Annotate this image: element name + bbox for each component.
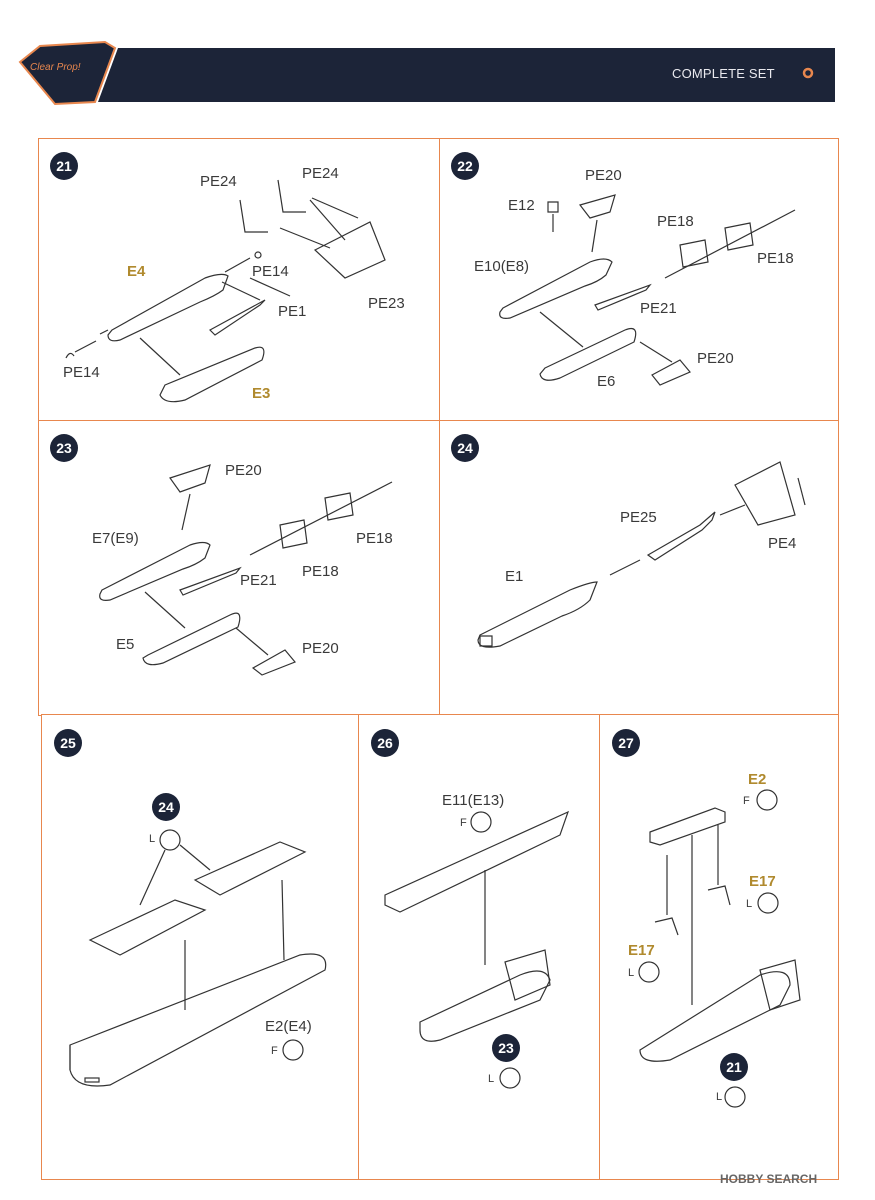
step-21-label-pe24-b: PE24 <box>302 165 339 182</box>
step-26-label-f: F <box>460 817 467 829</box>
step-27-label-l-b: L <box>628 967 635 979</box>
step-27-label-l-a: L <box>746 898 753 910</box>
step-23-label-pe21: PE21 <box>240 572 277 589</box>
step-22-panel <box>439 138 839 422</box>
step-22-label-pe21: PE21 <box>640 300 677 317</box>
header-banner <box>18 40 835 106</box>
step-23-label-pe18-b: PE18 <box>302 563 339 580</box>
step-24-label-e1: E1 <box>505 568 524 585</box>
step-24-label-pe4: PE4 <box>768 535 797 552</box>
step-25-panel <box>41 714 360 1180</box>
step-24-badge: 24 <box>451 434 479 462</box>
step-21-label-pe1: PE1 <box>278 303 307 320</box>
step-22-label-pe18-b: PE18 <box>757 250 794 267</box>
step-24-panel <box>439 420 839 716</box>
step-25-badge: 25 <box>54 729 82 757</box>
step-21-label-e4: E4 <box>127 263 146 280</box>
step-21-label-e3: E3 <box>252 385 271 402</box>
step-25-label-f: F <box>271 1045 278 1057</box>
step-26-subassembly-badge: 23 <box>492 1034 520 1062</box>
watermark: HOBBY SEARCH <box>720 1172 818 1186</box>
step-26-panel <box>358 714 601 1180</box>
step-26-badge: 26 <box>371 729 399 757</box>
step-26-label-e11: E11(E13) <box>442 792 505 809</box>
step-23-label-pe20-a: PE20 <box>225 462 262 479</box>
step-22-label-e12: E12 <box>508 197 535 214</box>
step-24-label-pe25: PE25 <box>620 509 657 526</box>
step-22-label-e10: E10(E8) <box>474 258 530 275</box>
step-27-label-e2: E2 <box>748 771 767 788</box>
step-22-label-pe20-a: PE20 <box>585 167 622 184</box>
step-25-label-e2: E2(E4) <box>265 1018 312 1035</box>
page-title: COMPLETE SET <box>672 66 775 81</box>
step-23-label-pe18-a: PE18 <box>356 530 393 547</box>
step-21-label-pe14-a: PE14 <box>252 263 289 280</box>
step-23-label-e5: E5 <box>116 636 135 653</box>
step-22-label-e6: E6 <box>597 373 616 390</box>
step-22-badge: 22 <box>451 152 479 180</box>
brand-logo: Clear Prop! <box>30 62 81 73</box>
step-22-label-pe20-b: PE20 <box>697 350 734 367</box>
step-27-label-e17-a: E17 <box>749 873 776 890</box>
step-23-label-e7: E7(E9) <box>92 530 139 547</box>
step-25-label-l: L <box>149 833 156 845</box>
step-27-label-l-c: L <box>716 1091 723 1103</box>
step-27-subassembly-badge: 21 <box>720 1053 748 1081</box>
step-21-label-pe24-a: PE24 <box>200 173 237 190</box>
step-23-label-pe20-b: PE20 <box>302 640 339 657</box>
step-25-subassembly-badge: 24 <box>152 793 180 821</box>
step-27-label-e17-b: E17 <box>628 942 655 959</box>
step-27-badge: 27 <box>612 729 640 757</box>
step-27-panel <box>599 714 839 1180</box>
step-26-label-l: L <box>488 1073 495 1085</box>
page-header: Clear Prop! COMPLETE SET <box>0 0 875 110</box>
step-21-badge: 21 <box>50 152 78 180</box>
step-21-label-pe23: PE23 <box>368 295 405 312</box>
step-21-label-pe14-b: PE14 <box>63 364 100 381</box>
step-22-label-pe18-a: PE18 <box>657 213 694 230</box>
step-23-badge: 23 <box>50 434 78 462</box>
step-27-label-f: F <box>743 795 750 807</box>
